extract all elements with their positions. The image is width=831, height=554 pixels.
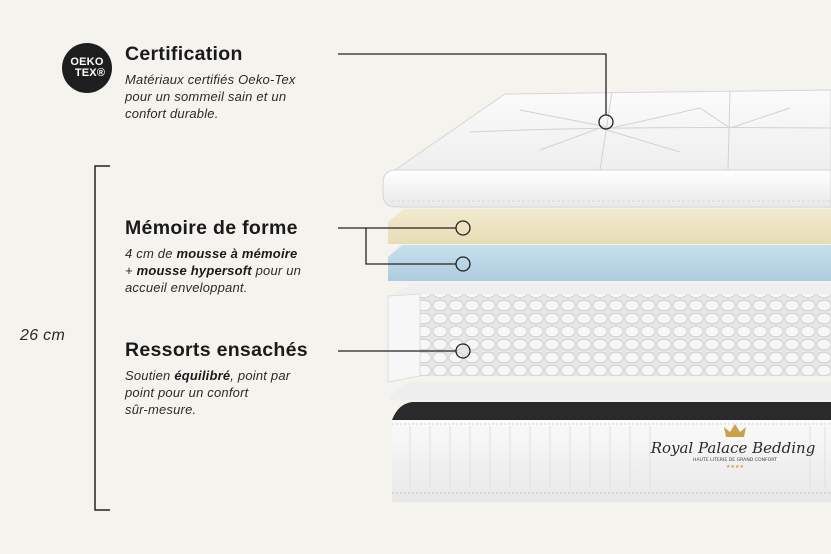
brand-stars: ★★★★ [726, 464, 744, 470]
memory-foam-line-2-prefix: + [125, 263, 137, 278]
springs-section: Ressorts ensachés [125, 338, 308, 362]
memory-foam-line-1-bold: mousse à mémoire [176, 246, 298, 261]
memory-foam-line-2-bold: mousse hypersoft [136, 263, 252, 278]
memory-foam-line-2: + mousse hypersoft pour un [125, 262, 301, 279]
brand-tagline: HAUTE LITERIE DE GRAND CONFORT [693, 457, 777, 463]
memory-foam-title: Mémoire de forme [125, 217, 298, 239]
memory-foam-line-2-suffix: pour un [251, 263, 302, 278]
memory-foam-line-1: 4 cm de mousse à mémoire [125, 245, 301, 262]
base-side-panel [392, 420, 831, 502]
comfort-foam-layer [390, 382, 831, 400]
hypersoft-connector [365, 228, 456, 265]
springs-line-2: point pour un confort [125, 385, 249, 400]
oeko-tex-logo-line1: OEKO [70, 56, 104, 68]
topper-quilting [469, 90, 831, 171]
memory-foam-layer [388, 209, 831, 244]
certification-line-1: Matériaux certifiés Oeko-Tex [125, 72, 296, 87]
crown-icon [724, 424, 746, 437]
oeko-tex-logo: OEKO TEX® [62, 43, 112, 93]
certification-line-2: pour un sommeil sain et un [125, 89, 287, 104]
springs-left-face [387, 293, 421, 383]
brand-name: Royal Palace Bedding [650, 439, 816, 457]
memory-foam-marker [455, 220, 471, 236]
springs-description: Soutien équilibré, point par point pour … [125, 367, 290, 418]
springs-title: Ressorts ensachés [125, 339, 308, 361]
hypersoft-foam-layer [388, 245, 831, 281]
certification-title: Certification [125, 43, 243, 65]
springs-line-1-bold: équilibré [174, 368, 231, 383]
height-label: 26 cm [20, 327, 66, 344]
mattress-base: Royal Palace Bedding HAUTE LITERIE DE GR… [392, 402, 831, 502]
hypersoft-marker [455, 256, 471, 272]
certification-section: Certification [125, 42, 243, 66]
certification-connector [338, 53, 607, 115]
springs-front-face [420, 294, 831, 376]
pocket-springs-layer [387, 283, 831, 383]
topper-side-face [382, 169, 831, 208]
springs-line-1-prefix: Soutien [125, 368, 175, 383]
brand-logo: Royal Palace Bedding HAUTE LITERIE DE GR… [650, 424, 816, 470]
certification-line-3: confort durable. [125, 106, 219, 121]
certification-description: Matériaux certifiés Oeko-Tex pour un som… [125, 71, 296, 122]
memory-foam-section: Mémoire de forme [125, 216, 298, 240]
height-bracket [94, 165, 110, 511]
springs-marker [455, 343, 471, 359]
memory-foam-line-3: accueil enveloppant. [125, 280, 248, 295]
certification-marker [598, 114, 614, 130]
springs-line-1: Soutien équilibré, point par [125, 367, 290, 384]
springs-line-1-suffix: , point par [230, 368, 291, 383]
memory-foam-description: 4 cm de mousse à mémoire + mousse hypers… [125, 245, 301, 296]
base-quilting [409, 426, 826, 488]
topper-layer [382, 89, 831, 208]
memory-foam-line-1-text: 4 cm de [125, 246, 177, 261]
springs-top-face [390, 283, 831, 296]
oeko-tex-logo-line2: TEX® [74, 67, 106, 79]
springs-line-3: sûr-mesure. [125, 402, 197, 417]
base-top-panel [392, 402, 831, 420]
